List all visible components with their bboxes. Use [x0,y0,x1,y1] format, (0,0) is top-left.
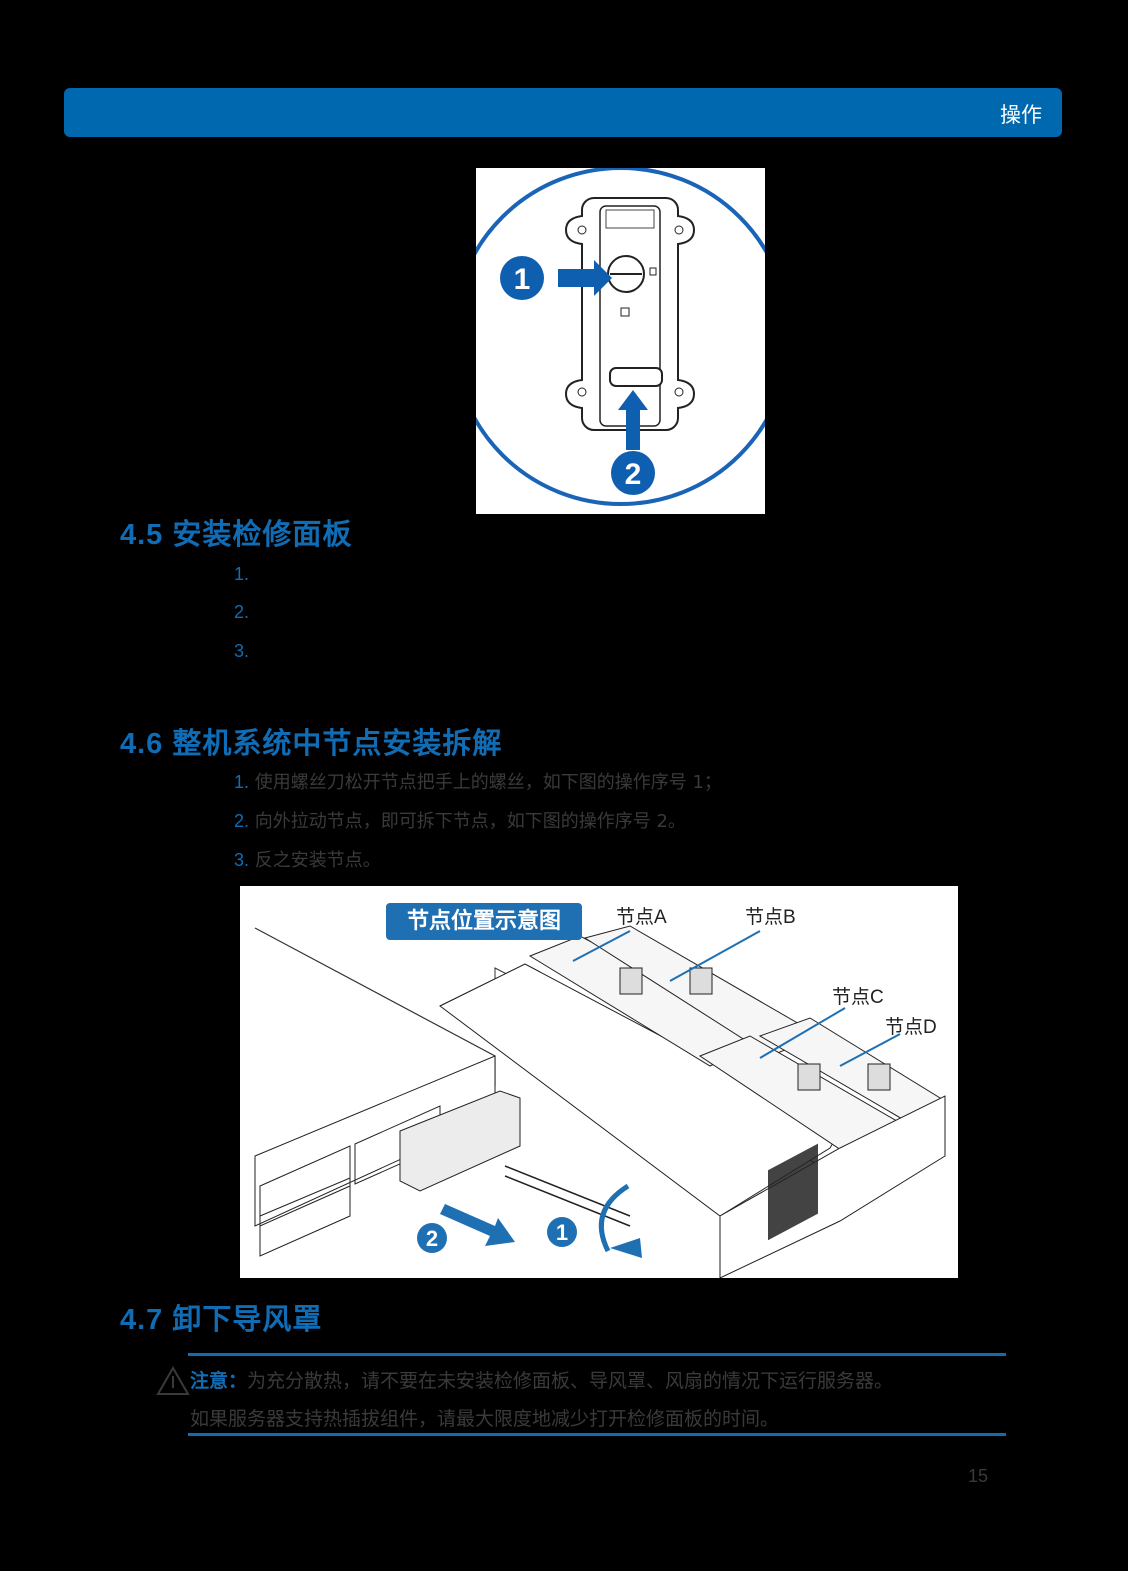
step-4-5-2: 2. [234,602,250,622]
warning-icon [156,1366,190,1395]
svg-text:1: 1 [556,1220,568,1245]
step-4-6-1: 1. 使用螺丝刀松开节点把手上的螺丝，如下图的操作序号 1； [234,772,722,793]
notice-bottom-rule [188,1433,1006,1436]
notice-top-rule [188,1353,1006,1356]
step-4-6-2: 2. 向外拉动节点，即可拆下节点，如下图的操作序号 2。 [234,811,686,832]
node-label-a: 节点A [616,907,667,928]
node-location-diagram: 2 1 节点位置示意图 节点A 节点B 节点C 节点D [240,886,958,1278]
node-label-b: 节点B [745,907,796,928]
node-label-c: 节点C [832,987,884,1008]
node-label-d: 节点D [885,1017,937,1038]
notice-label: 注意： [190,1370,248,1392]
svg-text:2: 2 [426,1226,438,1251]
section-title-4-6: 4.6 整机系统中节点安装拆解 [120,728,503,760]
svg-text:1: 1 [514,263,531,296]
svg-text:2: 2 [625,458,642,491]
latch-illustration: 1 2 [476,168,765,514]
section-title-4-5: 4.5 安装检修面板 [120,519,353,551]
section-title-4-7: 4.7 卸下导风罩 [120,1304,323,1336]
step-4-5-1: 1. [234,564,250,584]
chapter-header-bar: 操作 [64,88,1062,137]
step-4-6-3: 3. 反之安装节点。 [234,850,381,871]
step-4-5-3: 3. [234,641,250,661]
notice-line-2: 如果服务器支持热插拔组件，请最大限度地减少打开检修面板的时间。 [190,1408,780,1430]
chapter-title: 操作 [1000,103,1042,127]
page-number: 15 [968,1466,989,1486]
notice-line-1: 注意：为充分散热，请不要在未安装检修面板、导风罩、风扇的情况下运行服务器。 [190,1370,894,1392]
diagram-title-badge: 节点位置示意图 [386,903,582,940]
